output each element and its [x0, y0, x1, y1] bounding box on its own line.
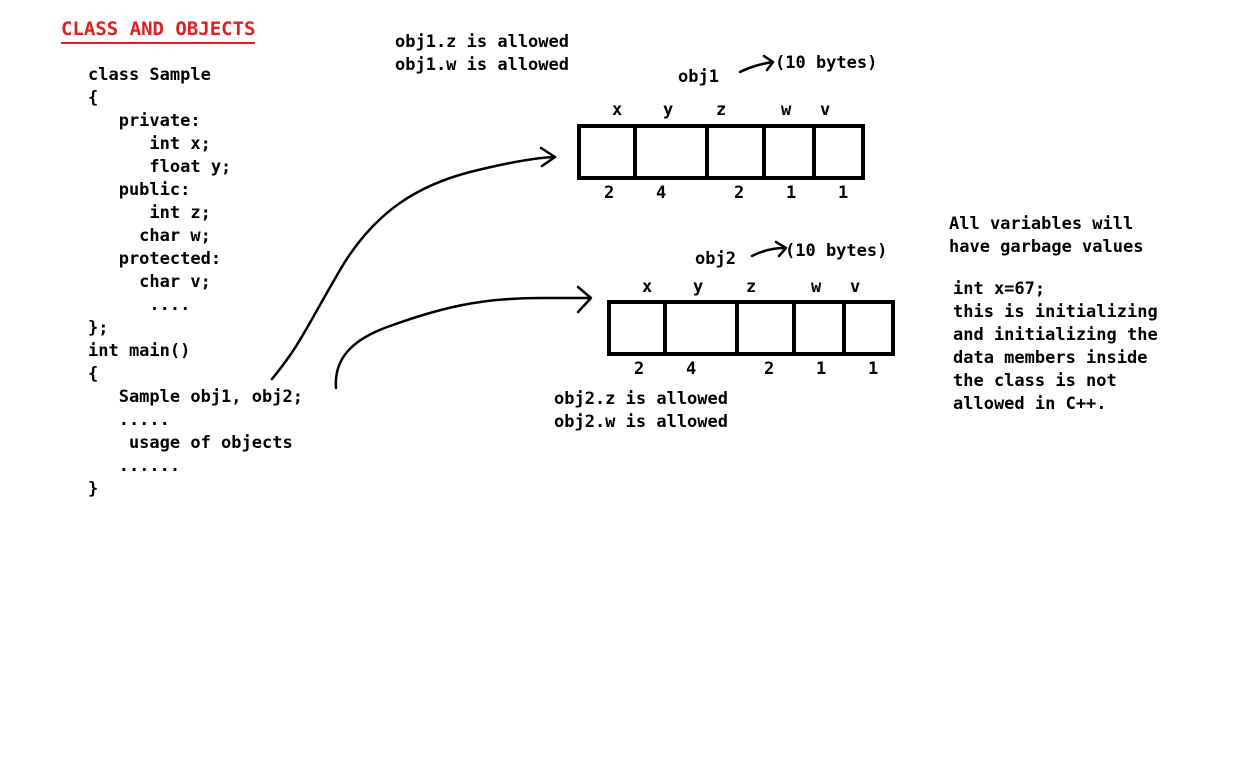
obj1-size-value: 1	[786, 183, 797, 203]
obj2-field-label: w	[811, 277, 822, 297]
obj1-note: obj1.z is allowed	[395, 32, 569, 52]
code-line: Sample obj1, obj2;	[88, 387, 303, 407]
code-line: usage of objects	[88, 433, 293, 453]
obj2-field-label: v	[850, 277, 861, 297]
obj2-cell-w	[796, 304, 846, 352]
obj2-cell-x	[611, 304, 667, 352]
obj1-size-value: 2	[604, 183, 615, 203]
obj2-size-value: 1	[816, 359, 827, 379]
code-line: char v;	[88, 272, 211, 292]
obj1-cell-y	[637, 128, 709, 176]
obj2-size-value: 2	[634, 359, 645, 379]
obj2-arrowhead	[576, 285, 593, 314]
garbage-note-line: All variables will	[949, 214, 1134, 234]
obj2-field-label: x	[642, 277, 653, 297]
obj1-note: obj1.w is allowed	[395, 55, 569, 75]
code-line: class Sample	[88, 65, 211, 85]
init-note-line: data members inside	[953, 348, 1148, 368]
code-line: float y;	[88, 157, 232, 177]
code-line: {	[88, 88, 99, 108]
obj2-label: obj2	[695, 249, 736, 269]
obj1-cell-w	[766, 128, 816, 176]
obj2-note: obj2.w is allowed	[554, 412, 728, 432]
obj1-cell-z	[709, 128, 766, 176]
obj2-size-value: 1	[868, 359, 879, 379]
obj1-arrowhead	[539, 146, 557, 168]
garbage-note-line: have garbage values	[949, 237, 1144, 257]
code-line: .....	[88, 410, 170, 430]
obj1-size-arrowhead	[762, 54, 775, 72]
init-note-line: allowed in C++.	[953, 394, 1107, 414]
obj1-field-label: x	[612, 100, 623, 120]
obj1-size-value: 1	[838, 183, 849, 203]
init-note-line: the class is not	[953, 371, 1117, 391]
obj1-size-arrow	[738, 60, 774, 74]
obj2-memory-block	[607, 300, 895, 356]
code-line: };	[88, 318, 109, 338]
code-line: protected:	[88, 249, 222, 269]
obj1-field-label: v	[820, 100, 831, 120]
code-line: {	[88, 364, 99, 384]
init-note-line: int x=67;	[953, 279, 1046, 299]
obj1-size-label: (10 bytes)	[775, 53, 878, 73]
code-line: int main()	[88, 341, 191, 361]
code-line: int x;	[88, 134, 211, 154]
obj1-label: obj1	[678, 67, 719, 87]
obj1-pointer-arrow	[270, 155, 555, 381]
obj2-cell-z	[739, 304, 796, 352]
obj2-size-label: (10 bytes)	[785, 241, 888, 261]
code-line: int z;	[88, 203, 211, 223]
init-note-line: and initializing the	[953, 325, 1158, 345]
obj1-size-value: 4	[656, 183, 667, 203]
obj2-pointer-arrow	[334, 296, 592, 390]
init-note-line: this is initializing	[953, 302, 1158, 322]
obj2-cell-y	[667, 304, 739, 352]
obj1-memory-block	[577, 124, 865, 180]
code-listing: class Sample { private: int x; float y; …	[88, 64, 303, 501]
obj2-note: obj2.z is allowed	[554, 389, 728, 409]
code-line: char w;	[88, 226, 211, 246]
code-line: private:	[88, 111, 201, 131]
code-line: public:	[88, 180, 191, 200]
obj2-size-arrow	[750, 246, 786, 258]
obj1-cell-x	[581, 128, 637, 176]
obj2-size-value: 2	[764, 359, 775, 379]
obj2-size-arrowhead	[774, 240, 788, 258]
obj2-size-value: 4	[686, 359, 697, 379]
obj2-field-label: y	[693, 277, 704, 297]
obj1-size-value: 2	[734, 183, 745, 203]
obj1-field-label: w	[781, 100, 792, 120]
code-line: ....	[88, 295, 191, 315]
obj1-field-label: y	[663, 100, 674, 120]
obj2-field-label: z	[746, 277, 757, 297]
code-line: }	[88, 479, 99, 499]
code-line: ......	[88, 456, 181, 476]
page-title: CLASS AND OBJECTS	[61, 17, 256, 44]
obj1-field-label: z	[716, 100, 727, 120]
